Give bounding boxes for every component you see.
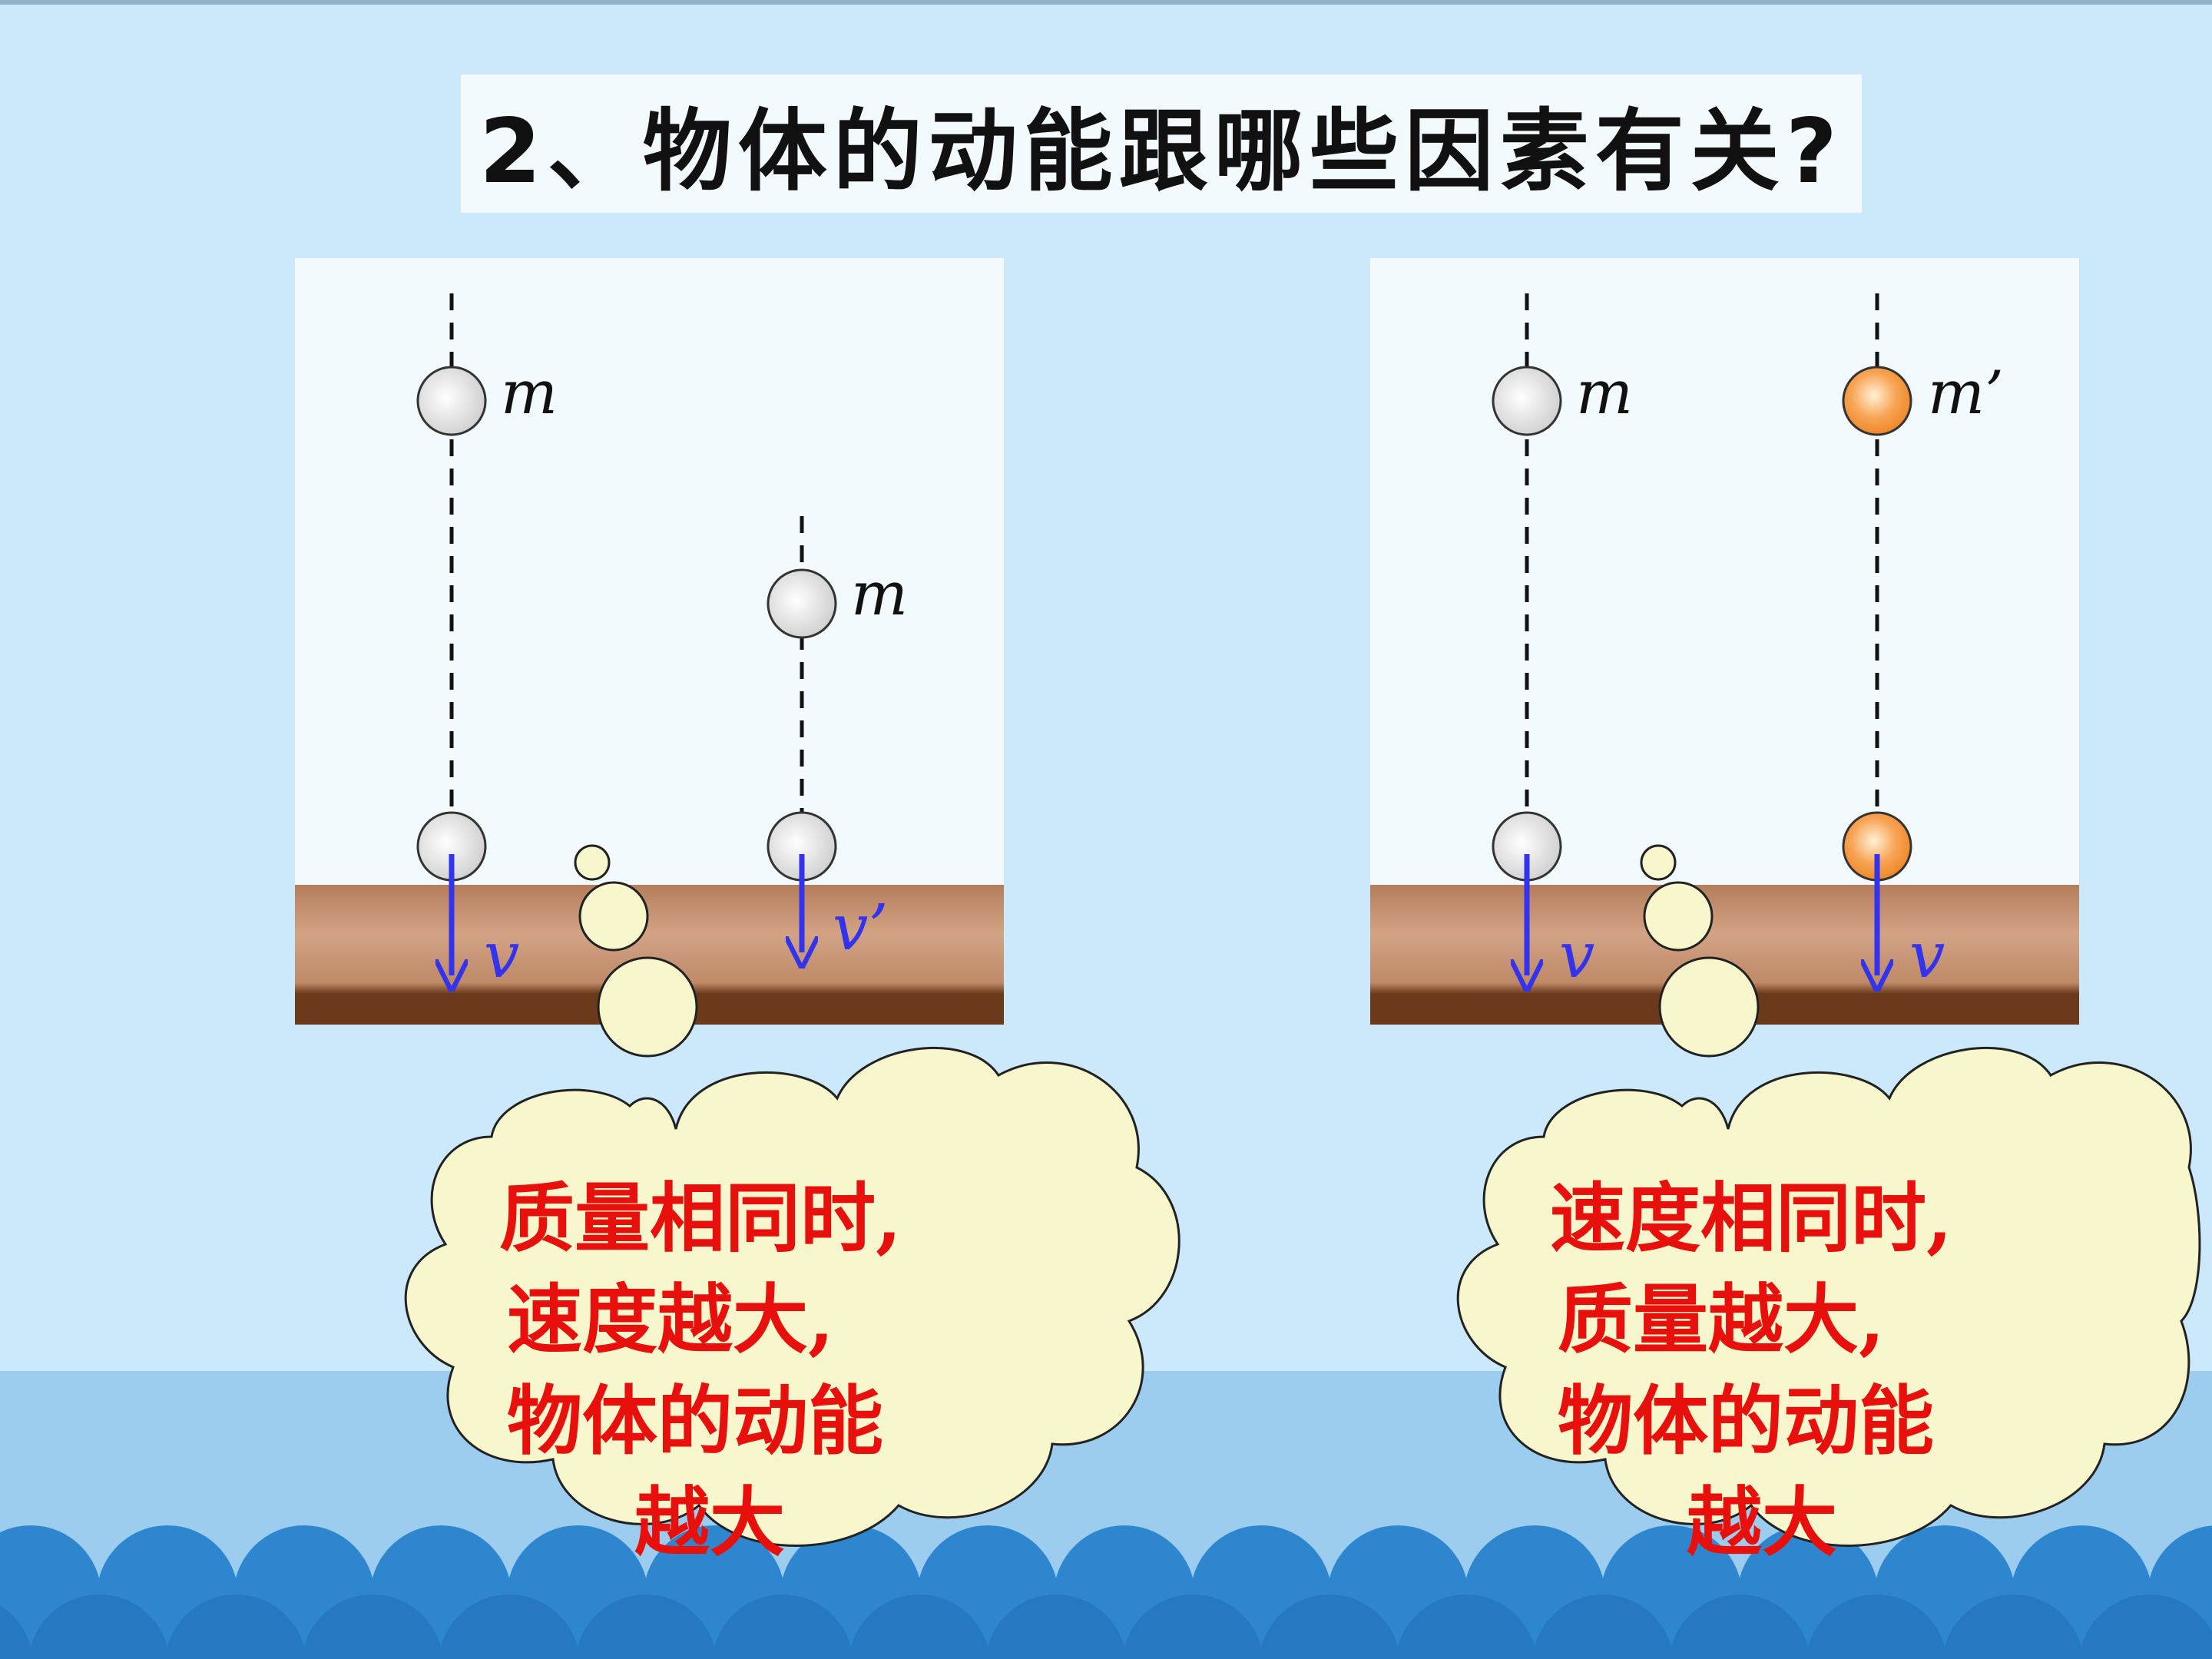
right-conclusion-line-3: 物体的动能 xyxy=(1558,1377,1934,1465)
wave-scallop xyxy=(302,1594,443,1659)
wave-pattern xyxy=(0,1525,2212,1659)
top-edge xyxy=(0,0,2212,5)
left-velocity-label-1: v xyxy=(484,919,519,992)
wave-scallop xyxy=(1806,1594,1947,1659)
wave-scallop xyxy=(1532,1594,1674,1659)
left-conclusion-line-3: 物体的动能 xyxy=(507,1377,883,1465)
right-conclusion-line-2: 质量越大, xyxy=(1558,1276,1885,1364)
left-ball-low-start xyxy=(767,568,837,639)
left-conclusion-line-2: 速度越大, xyxy=(507,1276,834,1364)
right-thought-cloud: 速度相同时, 质量越大, 物体的动能 越大 xyxy=(1456,844,2201,1567)
right-conclusion-line-4: 越大 xyxy=(1687,1479,1837,1567)
right-ball-2-label: m’ xyxy=(1928,359,2004,428)
wave-scallop xyxy=(439,1594,580,1659)
title-box: 2、物体的动能跟哪些因素有关? xyxy=(461,75,1862,213)
wave-scallop xyxy=(1669,1594,1810,1659)
wave-scallop xyxy=(849,1594,990,1659)
wave-scallop xyxy=(2079,1594,2212,1659)
page-title: 2、物体的动能跟哪些因素有关? xyxy=(478,100,1843,204)
wave-scallop xyxy=(1396,1594,1537,1659)
left-panel: m m v v’ xyxy=(295,258,1004,1025)
left-thought-cloud: 质量相同时, 速度越大, 物体的动能 越大 xyxy=(404,844,1181,1567)
wave-scallop xyxy=(1259,1594,1400,1659)
wave-scallop xyxy=(985,1594,1127,1659)
left-velocity-label-2: v’ xyxy=(833,892,888,965)
wave-scallop xyxy=(1942,1594,2084,1659)
wave-scallop xyxy=(712,1594,853,1659)
left-ball-low-label: m xyxy=(851,560,908,629)
right-velocity-label-2: v xyxy=(1909,919,1945,992)
left-ball-high-start xyxy=(416,366,487,436)
wave-scallop xyxy=(28,1594,170,1659)
right-ball-gray-start xyxy=(1492,366,1562,436)
right-panel: m m’ v v xyxy=(1370,258,2079,1025)
left-conclusion-line-4: 越大 xyxy=(634,1479,785,1567)
wave-scallop xyxy=(1122,1594,1263,1659)
wave-scallop xyxy=(0,1605,33,1659)
wave-scallop xyxy=(575,1594,717,1659)
left-conclusion-line-1: 质量相同时, xyxy=(499,1174,902,1263)
right-velocity-label-1: v xyxy=(1559,919,1594,992)
wave-scallop xyxy=(165,1594,306,1659)
right-conclusion-line-1: 速度相同时, xyxy=(1550,1174,1952,1263)
left-ball-high-label: m xyxy=(501,359,558,428)
right-ball-1-label: m xyxy=(1576,359,1633,428)
right-ball-orange-start xyxy=(1842,366,1912,436)
